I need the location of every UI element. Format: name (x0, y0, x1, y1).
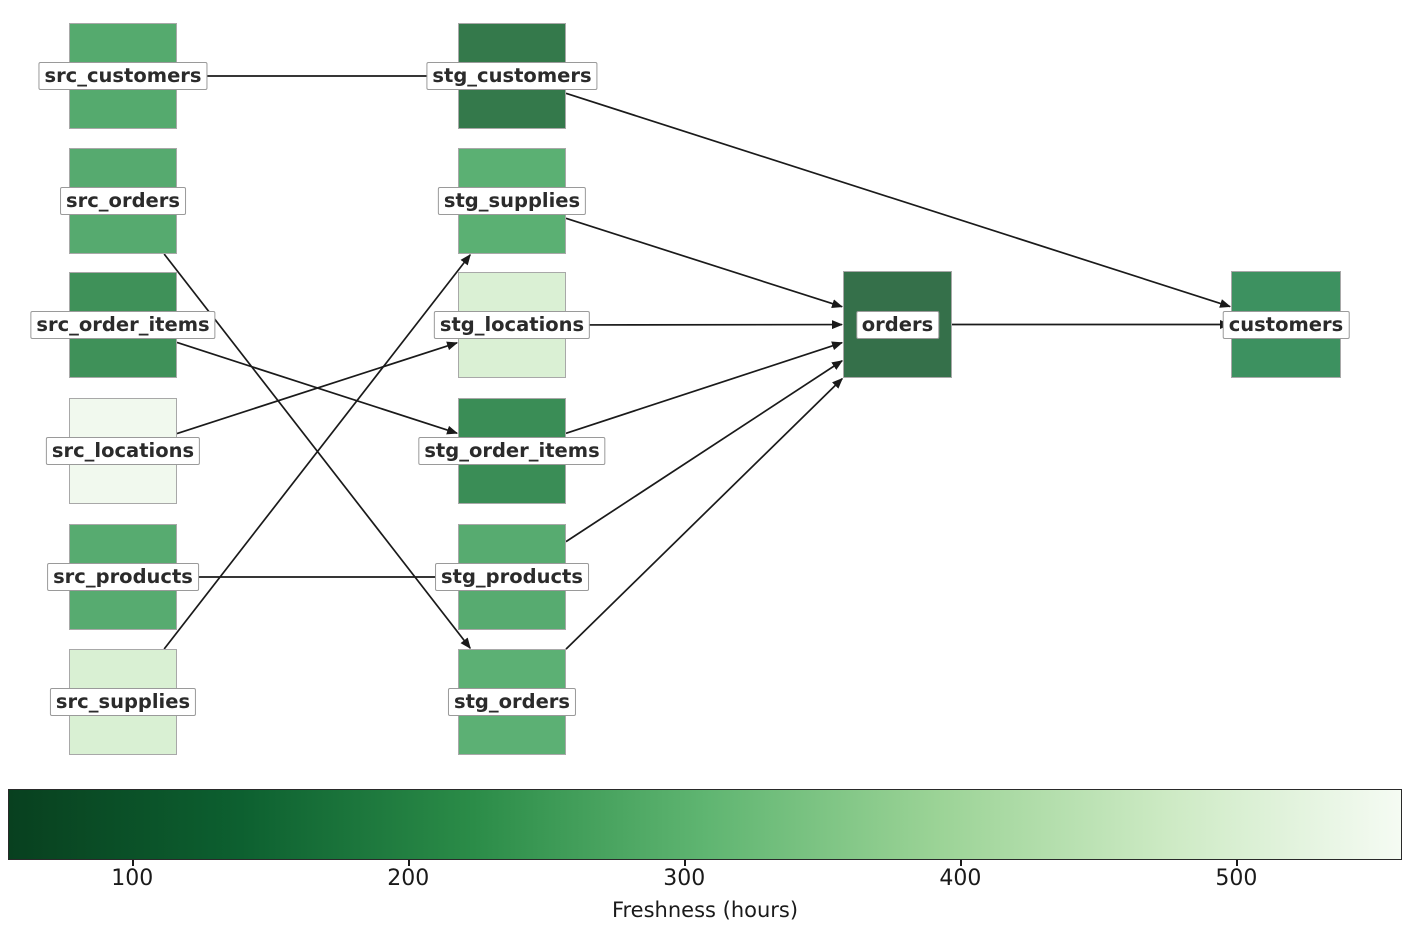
colorbar-panel: 100 200 300 400 500 Freshness (hours) (0, 780, 1410, 926)
node-label-src_order_items: src_order_items (30, 310, 216, 340)
node-label-stg_customers: stg_customers (426, 61, 598, 91)
colorbar-gradient (8, 789, 1402, 860)
colorbar-tick-400 (960, 860, 962, 866)
edge-src_locations-to-stg_locations (176, 341, 459, 435)
node-label-src_orders: src_orders (60, 186, 186, 216)
colorbar-tick-label-500: 500 (1215, 866, 1258, 891)
node-label-customers: customers (1222, 310, 1350, 339)
node-stg_supplies[interactable]: stg_supplies (437, 148, 587, 254)
node-label-stg_order_items: stg_order_items (418, 436, 606, 466)
colorbar-tick-label-400: 400 (939, 866, 982, 891)
node-label-stg_locations: stg_locations (433, 310, 591, 340)
node-customers[interactable]: customers (1222, 271, 1350, 378)
node-stg_locations[interactable]: stg_locations (433, 272, 591, 378)
node-stg_orders[interactable]: stg_orders (447, 649, 577, 755)
edge-stg_products-to-orders (565, 360, 843, 543)
node-stg_customers[interactable]: stg_customers (426, 23, 598, 129)
node-label-src_locations: src_locations (45, 436, 201, 466)
colorbar-tick-label-300: 300 (663, 866, 706, 891)
edge-stg_orders-to-orders (565, 377, 844, 650)
node-stg_products[interactable]: stg_products (435, 524, 589, 630)
colorbar-tick-label-200: 200 (387, 866, 430, 891)
node-stg_order_items[interactable]: stg_order_items (418, 398, 606, 504)
colorbar-axis-label: Freshness (hours) (611, 898, 799, 922)
edge-src_order_items-to-stg_order_items (176, 341, 459, 435)
node-label-src_products: src_products (47, 562, 199, 592)
edge-layer (163, 75, 1232, 650)
colorbar-tick-200 (408, 860, 410, 866)
node-src_supplies[interactable]: src_supplies (49, 649, 197, 755)
node-label-stg_orders: stg_orders (447, 687, 577, 717)
edge-stg_order_items-to-orders (565, 341, 844, 435)
node-label-src_customers: src_customers (38, 61, 208, 91)
colorbar-tick-label-100: 100 (111, 866, 154, 891)
edge-stg_supplies-to-orders (565, 217, 844, 308)
node-label-stg_products: stg_products (435, 562, 589, 592)
node-label-orders: orders (855, 310, 940, 339)
node-src_locations[interactable]: src_locations (45, 398, 201, 504)
colorbar-tick-500 (1236, 860, 1238, 866)
node-label-stg_supplies: stg_supplies (437, 186, 587, 216)
colorbar-tick-300 (684, 860, 686, 866)
node-orders[interactable]: orders (843, 271, 952, 378)
node-src_order_items[interactable]: src_order_items (30, 272, 216, 378)
colorbar-tick-100 (132, 860, 134, 866)
node-src_customers[interactable]: src_customers (38, 23, 208, 129)
node-src_orders[interactable]: src_orders (60, 148, 186, 254)
node-src_products[interactable]: src_products (47, 524, 199, 630)
node-label-src_supplies: src_supplies (49, 687, 197, 717)
